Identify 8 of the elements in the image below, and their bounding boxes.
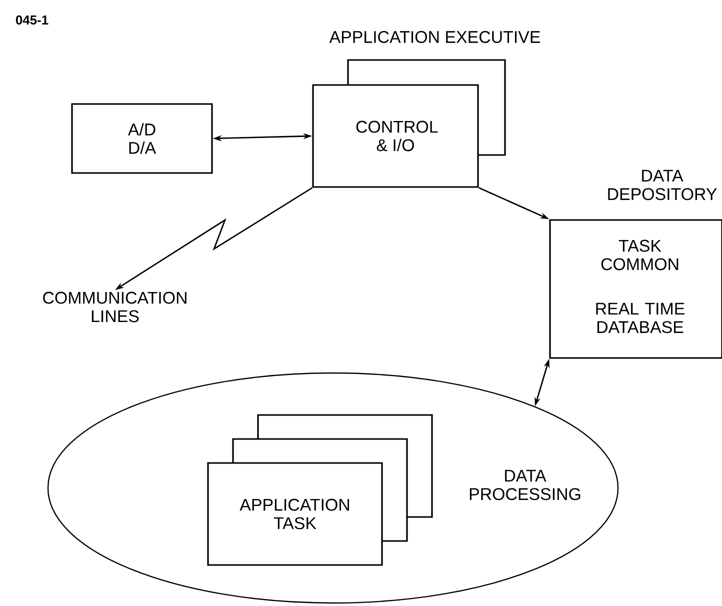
heading: APPLICATION EXECUTIVE bbox=[329, 31, 540, 43]
process-box: A/D D/A bbox=[71, 103, 213, 174]
figure-number: 045-1 bbox=[16, 15, 48, 25]
storage-box: TASK COMMON REAL TIME DATABASE bbox=[549, 219, 722, 359]
text-label: COMMUNICATION LINES bbox=[43, 292, 186, 322]
process-box: APPLICATION TASK bbox=[207, 462, 383, 566]
heading: DATA DEPOSITORY bbox=[608, 170, 717, 200]
process-box: CONTROL & I/O bbox=[312, 84, 479, 188]
